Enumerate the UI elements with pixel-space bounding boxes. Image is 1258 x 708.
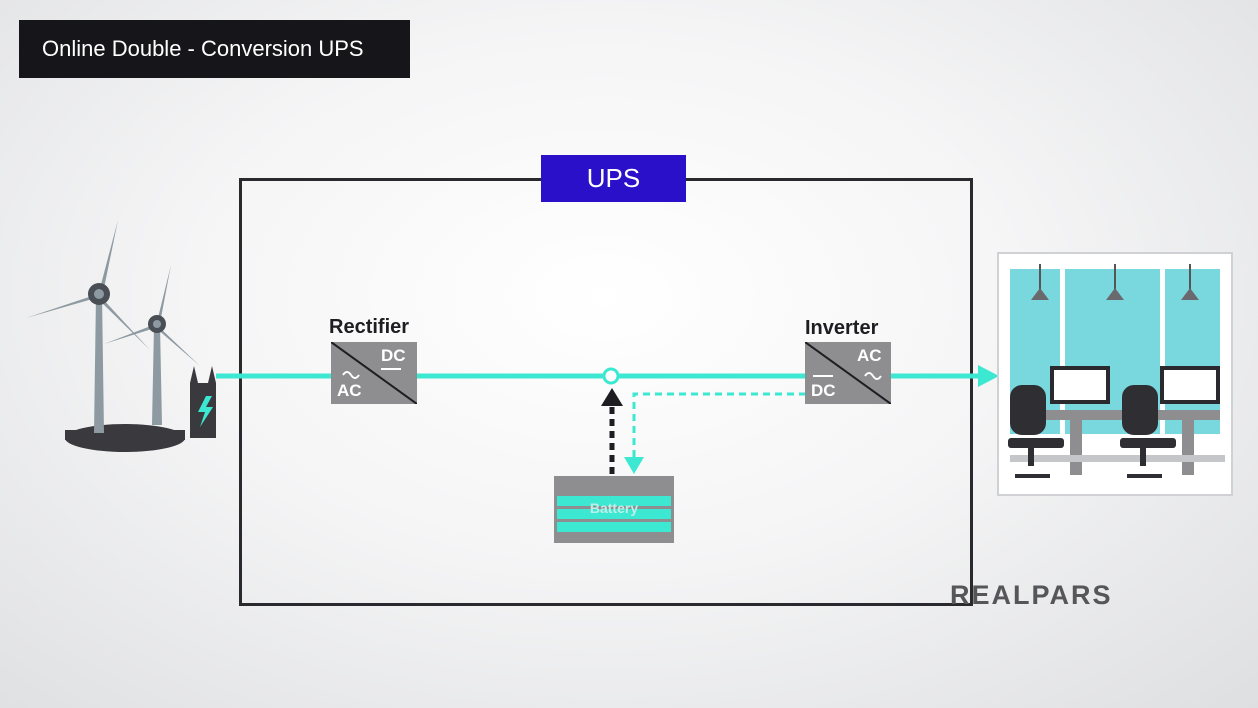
office-load-icon	[997, 252, 1233, 496]
diagram-title-text: Online Double - Conversion UPS	[42, 36, 364, 61]
battery-label: Battery	[589, 500, 639, 516]
battery-cell	[557, 496, 671, 506]
main-power-line	[216, 365, 999, 387]
inverter-output: AC	[857, 346, 882, 365]
battery-discharge-arrow	[601, 388, 623, 474]
inverter-input: DC	[811, 381, 836, 400]
battery-cell	[557, 509, 671, 519]
rectifier-diagonal-icon	[331, 342, 417, 404]
battery-charge-line	[624, 392, 806, 474]
battery-block: Battery	[554, 476, 674, 543]
inverter-block: AC DC	[805, 342, 891, 404]
diagram-title: Online Double - Conversion UPS	[19, 20, 410, 78]
power-source-icon	[190, 366, 216, 438]
inverter-label: Inverter	[805, 317, 879, 339]
ups-label-text: UPS	[586, 163, 641, 193]
rectifier-block: DC AC	[331, 342, 417, 404]
ac-wave-icon	[342, 371, 360, 379]
output-arrowhead	[978, 365, 999, 387]
junction-node	[602, 367, 620, 385]
battery-cell	[557, 522, 671, 532]
brand-logo: REALPARS	[950, 580, 1113, 610]
ups-label: UPS	[541, 155, 686, 202]
inverter-diagonal-icon	[805, 342, 891, 404]
wind-turbines-icon	[26, 220, 200, 452]
ac-wave-icon	[864, 372, 882, 380]
rectifier-label: Rectifier	[329, 316, 410, 338]
rectifier-output: DC	[381, 346, 406, 365]
rectifier-input: AC	[337, 381, 362, 400]
